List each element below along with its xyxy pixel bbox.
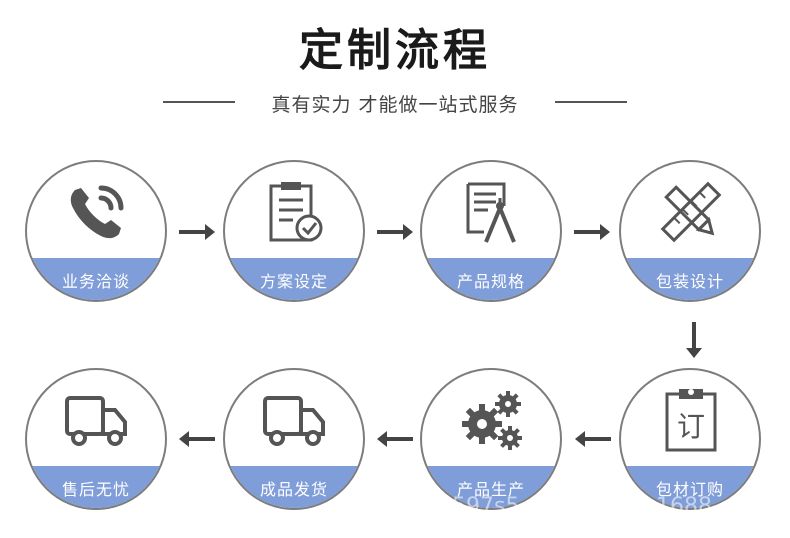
- arrow-left-icon: [179, 431, 215, 447]
- step-plan-setting: 方案设定: [223, 160, 365, 302]
- step-label: 产品生产: [456, 480, 525, 499]
- step-circle: 产品规格: [420, 160, 562, 302]
- gears-icon: [462, 391, 522, 450]
- svg-text:订: 订: [677, 410, 705, 443]
- label-band: [422, 466, 560, 508]
- step-circle: 产品生产: [420, 368, 562, 510]
- step-delivery: 成品发货: [223, 368, 365, 510]
- watermark-text: 597s5: [452, 494, 520, 519]
- divider-left: [163, 101, 235, 103]
- truck-icon: [263, 396, 325, 446]
- arrow-left-icon: [377, 431, 413, 447]
- phone-icon: [70, 185, 124, 239]
- step-circle: 售后无忧: [25, 368, 167, 510]
- subtitle-row: 真有实力 才能做一站式服务: [0, 88, 790, 116]
- clipboard-order-icon: 订: [665, 389, 717, 452]
- step-product-spec: 产品规格: [420, 160, 562, 302]
- label-band: [621, 258, 759, 300]
- label-band: [27, 466, 165, 508]
- truck-icon: [65, 396, 127, 446]
- label-band: [27, 258, 165, 300]
- arrow-right-icon: [574, 224, 610, 240]
- step-business-negotiation: 业务洽谈: [25, 160, 167, 302]
- watermark-text: 1688.co: [656, 494, 745, 519]
- step-circle: 订 包材订购: [619, 368, 761, 510]
- step-label: 产品规格: [456, 272, 525, 291]
- label-band: [225, 258, 363, 300]
- step-material-order: 订 包材订购: [619, 368, 761, 510]
- ruler-pencil-icon: [660, 181, 722, 243]
- step-label: 包装设计: [655, 272, 724, 291]
- clipboard-check-icon: [269, 182, 323, 242]
- label-band: [225, 466, 363, 508]
- step-label: 成品发货: [259, 480, 328, 499]
- step-packaging-design: 包装设计: [619, 160, 761, 302]
- document-compass-icon: [466, 182, 516, 243]
- arrow-left-icon: [575, 431, 611, 447]
- step-label: 售后无忧: [61, 480, 130, 499]
- label-band: [422, 258, 560, 300]
- step-label: 方案设定: [259, 272, 328, 291]
- step-label: 业务洽谈: [61, 272, 130, 291]
- page-subtitle: 真有实力 才能做一站式服务: [271, 94, 519, 116]
- page-title: 定制流程: [299, 25, 491, 76]
- step-circle: 成品发货: [223, 368, 365, 510]
- step-production: 产品生产: [420, 368, 562, 510]
- step-circle: 方案设定: [223, 160, 365, 302]
- step-label: 包材订购: [655, 480, 724, 499]
- arrow-right-icon: [179, 224, 215, 240]
- step-circle: 包装设计: [619, 160, 761, 302]
- step-circle: 业务洽谈: [25, 160, 167, 302]
- step-after-sales: 售后无忧: [25, 368, 167, 510]
- arrow-right-icon: [377, 224, 413, 240]
- arrow-down-icon: [686, 322, 702, 358]
- divider-right: [555, 101, 627, 103]
- label-band: [621, 466, 759, 508]
